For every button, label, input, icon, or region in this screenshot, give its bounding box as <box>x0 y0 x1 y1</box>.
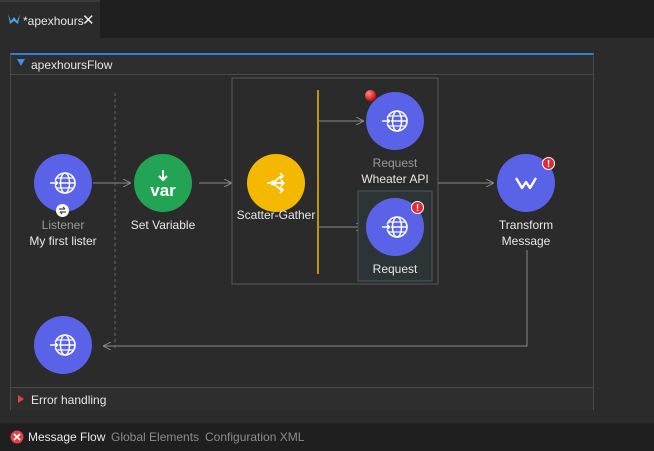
transform-label-line1: Transform <box>498 218 554 232</box>
flow-title: apexhoursFlow <box>31 58 113 72</box>
message-flow-icon <box>10 430 24 444</box>
scatter-gather-label: Scatter-Gather <box>236 208 316 222</box>
transform-label-line2: Message <box>501 234 551 248</box>
flow-header[interactable]: apexhoursFlow <box>11 55 593 75</box>
listener-type-label: Listener <box>41 218 85 232</box>
transform-icon <box>514 177 538 190</box>
scatter-gather-icon <box>267 172 286 194</box>
tab-global-elements[interactable]: Global Elements <box>111 430 200 444</box>
tab-close-icon[interactable]: ✕ <box>82 12 95 29</box>
globe-connector-icon <box>50 172 76 194</box>
tab-title: *apexhours <box>23 14 84 28</box>
error-badge-icon: ! <box>542 157 555 170</box>
response-node[interactable] <box>34 316 92 374</box>
error-handling-label: Error handling <box>31 393 107 407</box>
mule-file-icon <box>8 14 20 24</box>
request1-type-label: Request <box>372 156 418 170</box>
var-icon-text: var <box>150 181 176 200</box>
globe-connector-icon <box>50 334 76 356</box>
error-badge-icon: ! <box>411 201 424 214</box>
listener-node[interactable] <box>34 154 92 212</box>
collapse-triangle-icon[interactable] <box>17 59 25 66</box>
tab-message-flow[interactable]: Message Flow <box>28 430 106 444</box>
tab-configuration-xml[interactable]: Configuration XML <box>205 430 305 444</box>
set-variable-label: Set Variable <box>130 218 196 232</box>
listener-name-label: My first lister <box>29 234 97 248</box>
globe-connector-icon <box>382 110 408 132</box>
editor-tab-bar: *apexhours ✕ <box>0 0 654 38</box>
request-wheater-api-node[interactable] <box>366 92 424 150</box>
request2-name-label: Request <box>372 262 418 276</box>
bottom-tab-bar: Message Flow Global Elements Configurati… <box>0 423 654 451</box>
error-handling-section[interactable]: Error handling <box>11 387 593 410</box>
source-indicator-icon <box>56 204 69 217</box>
set-variable-node[interactable]: var <box>134 154 192 212</box>
request1-name-label: Wheater API <box>361 172 429 186</box>
editor-tab-apexhours[interactable]: *apexhours ✕ <box>0 0 100 38</box>
breakpoint-dot-icon[interactable] <box>365 90 376 101</box>
scatter-gather-node[interactable] <box>247 154 305 212</box>
expand-triangle-icon[interactable] <box>18 395 24 403</box>
arrow-down-icon <box>158 170 168 182</box>
globe-connector-icon <box>382 216 408 238</box>
